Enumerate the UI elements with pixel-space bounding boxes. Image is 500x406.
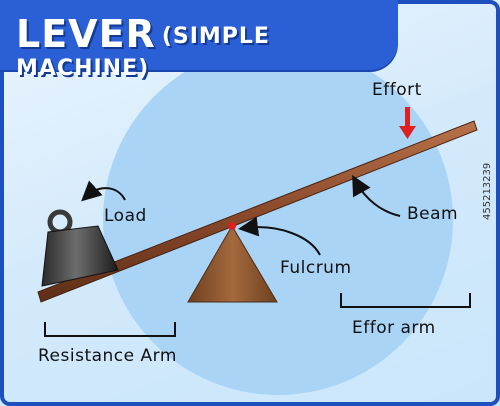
resistance-arm-label: Resistance Arm: [38, 346, 177, 366]
beam-pointer-arrow: [352, 175, 401, 217]
effort-arm-bracket: [340, 293, 471, 308]
title-main: LEVER: [16, 12, 156, 56]
pivot-point: [228, 222, 236, 230]
page-title: LEVER(SIMPLE MACHINE): [16, 12, 398, 83]
resistance-arm-bracket: [44, 322, 176, 337]
fulcrum-pointer-arrow: [238, 216, 321, 256]
fulcrum-label: Fulcrum: [280, 258, 352, 278]
effort-arrow: [399, 107, 416, 139]
title-bar: LEVER(SIMPLE MACHINE): [0, 0, 398, 81]
load-label: Load: [104, 206, 147, 226]
lever-beam: [37, 120, 478, 303]
load-weight: [41, 209, 119, 287]
effort-label: Effort: [372, 80, 422, 100]
watermark-id: 455213239: [482, 162, 493, 220]
fulcrum-triangle: [187, 225, 278, 303]
effort-arm-label: Effor arm: [352, 318, 436, 338]
load-pointer-arrow: [81, 180, 126, 202]
title-sub: (SIMPLE MACHINE): [16, 24, 270, 81]
beam-label: Beam: [407, 204, 459, 224]
